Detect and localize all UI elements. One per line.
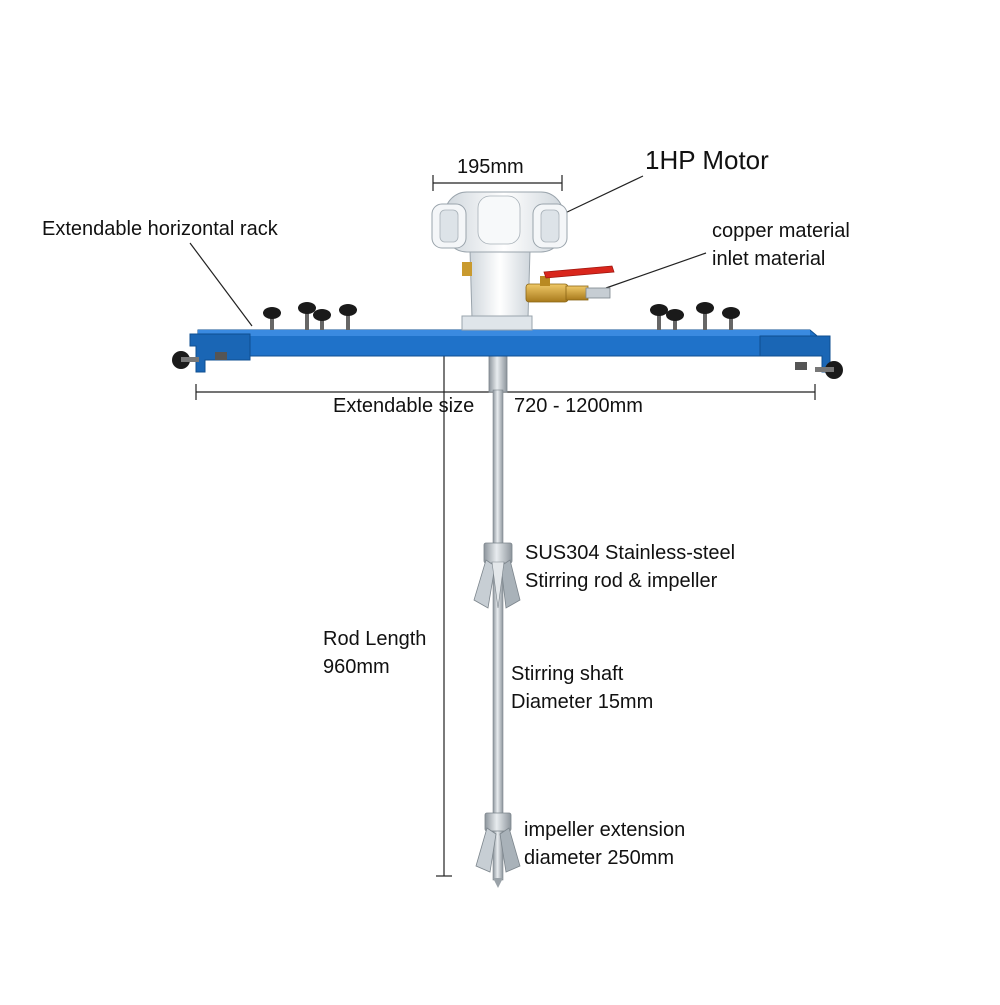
- inlet-label-line1: copper material: [712, 220, 850, 242]
- motor-width-label: 195mm: [457, 156, 524, 178]
- rod-length-dimension: [436, 354, 452, 877]
- impeller-extension-line1: impeller extension: [524, 819, 686, 841]
- rod-length-label: Rod Length 960mm: [323, 625, 426, 681]
- inlet-label-line2: inlet material: [712, 248, 826, 270]
- impeller-label: SUS304 Stainless-steel Stirring rod & im…: [525, 539, 735, 595]
- horizontal-rack: [172, 329, 843, 379]
- impeller-extension-line2: diameter 250mm: [524, 847, 675, 869]
- lower-impeller: [475, 812, 521, 873]
- leader-lines: [189, 175, 707, 327]
- extend-range-label: 720 - 1200mm: [514, 395, 643, 417]
- shaft-label: Stirring shaft Diameter 15mm: [511, 660, 653, 716]
- impeller-label-line1: SUS304 Stainless-steel: [525, 542, 736, 564]
- extend-size-label: Extendable size: [333, 395, 475, 417]
- rack-knobs: [263, 302, 740, 330]
- impeller-extension-label: impeller extension diameter 250mm: [524, 816, 685, 872]
- stirring-shaft: [488, 351, 508, 888]
- rod-length-line1: Rod Length: [323, 628, 427, 650]
- rod-length-line2: 960mm: [323, 656, 390, 678]
- rack-label: Extendable horizontal rack: [42, 218, 278, 240]
- air-motor: [431, 191, 568, 331]
- shaft-label-line1: Stirring shaft: [511, 663, 624, 685]
- shaft-label-line2: Diameter 15mm: [511, 691, 654, 713]
- upper-impeller: [473, 542, 521, 609]
- inlet-valve: [525, 265, 615, 303]
- impeller-label-line2: Stirring rod & impeller: [525, 570, 718, 592]
- inlet-label: copper material inlet material: [712, 217, 850, 273]
- motor-width-dimension: [432, 175, 563, 191]
- motor-label: 1HP Motor: [645, 145, 769, 175]
